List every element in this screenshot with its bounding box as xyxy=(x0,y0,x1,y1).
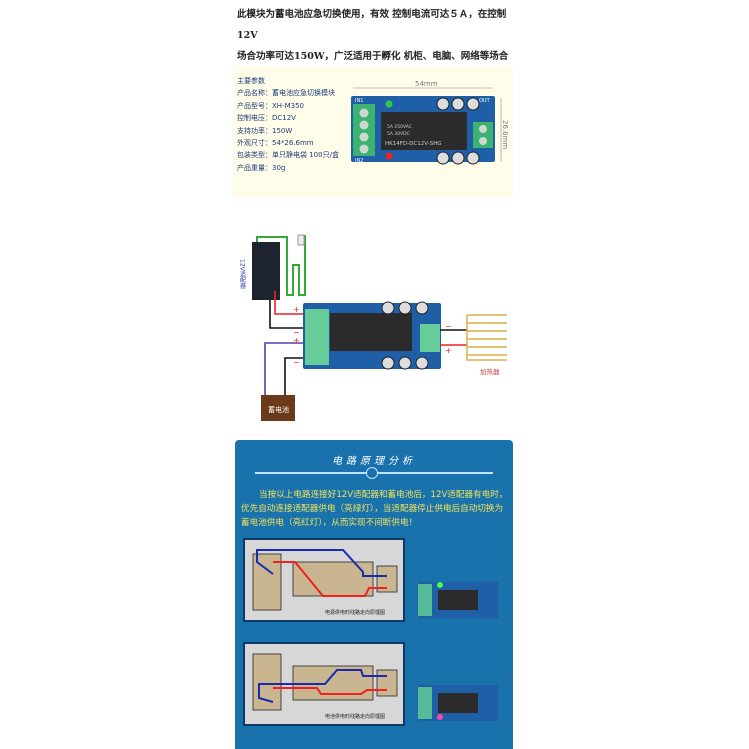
spec-item: 控制电压：DC12V xyxy=(237,114,296,123)
caption-2: 电池供电时线路走向原理图 xyxy=(325,713,385,720)
svg-text:−: − xyxy=(293,328,300,337)
svg-text:+: + xyxy=(445,346,452,355)
battery-label: 蓄电池 xyxy=(268,405,289,414)
intro-line-2: 场合功率可达150W，广泛适用于孵化 机柜、电脑、网络等场合 xyxy=(237,51,509,62)
intro-line-1: 此模块为蓄电池应急切换使用，有效 控制电流可达５Ａ，在控制12V xyxy=(237,9,507,41)
adapter-label: 12V适配器 xyxy=(239,259,246,290)
svg-text:−: − xyxy=(293,358,300,367)
adapter-image xyxy=(252,242,280,300)
circuit-diagram-2: 电池供电时线路走向原理图 xyxy=(243,642,405,726)
principle-text: 当按以上电路连接好12V适配器和蓄电池后，12V适配器有电时，优先自动连接适配器… xyxy=(241,490,508,528)
heater-label: 加热器 xyxy=(480,367,500,376)
height-dim: 26.6mm xyxy=(501,120,509,149)
spec-item: 产品型号：XH-M350 xyxy=(237,101,304,110)
wave-icon xyxy=(366,467,378,479)
circuit-diagram-1: 电源供电时线路走向原理图 xyxy=(243,538,405,622)
svg-text:IN2: IN2 xyxy=(355,158,363,164)
spec-heading: 主要参数 xyxy=(237,77,265,85)
principle-panel: 电路原理分析 当按以上电路连接好12V适配器和蓄电池后，12V适配器有电时，优先… xyxy=(235,440,513,749)
heater-image xyxy=(466,314,507,361)
principle-title: 电路原理分析 xyxy=(332,456,416,467)
spec-item: 包装类型：单只静电袋 100只/盒 xyxy=(237,151,339,160)
spec-item: 支持功率：150W xyxy=(237,126,293,135)
spec-panel: 主要参数 产品名称：蓄电池应急切换模块 产品型号：XH-M350 控制电压：DC… xyxy=(233,66,513,198)
width-dim: 54mm xyxy=(415,80,438,88)
svg-text:+: + xyxy=(293,305,300,314)
svg-text:5A 30VDC: 5A 30VDC xyxy=(387,131,410,137)
svg-text:+: + xyxy=(293,336,300,345)
svg-text:IN1: IN1 xyxy=(355,98,363,104)
svg-text:−: − xyxy=(445,322,452,331)
module-green-led xyxy=(418,582,498,618)
spec-list: 主要参数 产品名称：蓄电池应急切换模块 产品型号：XH-M350 控制电压：DC… xyxy=(237,75,339,174)
module-photo: 54mm 26.6mm 5A 250VAC 5A 30VDC HK14FD-DC… xyxy=(351,80,509,165)
intro-text: 此模块为蓄电池应急切换使用，有效 控制电流可达５Ａ，在控制12V 场合功率可达1… xyxy=(237,4,517,67)
module-red-led xyxy=(418,685,498,721)
caption-1: 电源供电时线路走向原理图 xyxy=(325,609,385,616)
wiring-diagram: 12V适配器 + − + − 蓄电池 − + 加热器 xyxy=(239,234,507,421)
spec-item: 外观尺寸：54*26.6mm xyxy=(237,139,314,148)
battery-image xyxy=(261,395,295,421)
spec-item: 产品名称：蓄电池应急切换模块 xyxy=(237,89,335,98)
spec-item: 产品重量：30g xyxy=(237,163,286,172)
svg-text:5A 250VAC: 5A 250VAC xyxy=(387,124,412,130)
svg-text:HK14FD-DC12V-SHG: HK14FD-DC12V-SHG xyxy=(385,141,442,147)
svg-text:OUT: OUT xyxy=(479,98,491,104)
